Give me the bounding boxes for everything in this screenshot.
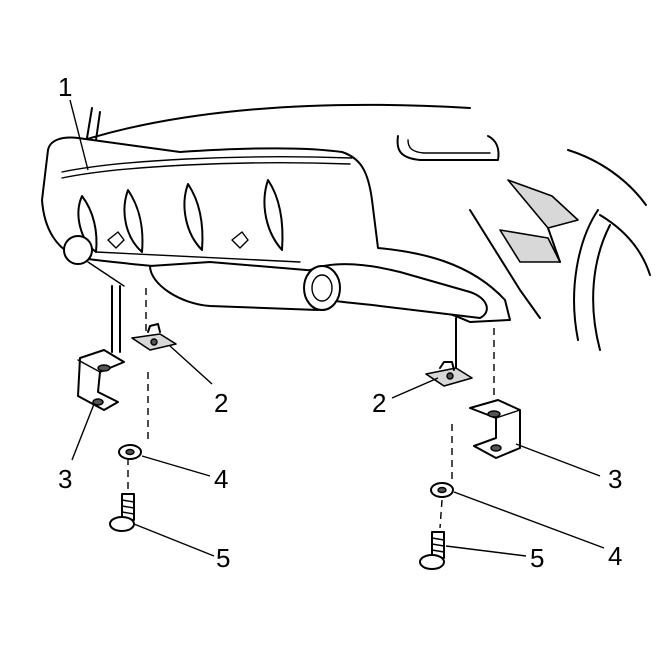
callout-5-right: 5 [530,543,544,573]
callout-5-left: 5 [216,543,230,573]
callout-2-left: 2 [214,388,228,418]
washer-left [118,444,142,460]
washer-right [430,482,454,498]
hanger-right [425,361,473,387]
callout-leaders [69,99,605,557]
bracket-left [77,349,125,411]
bracket-right [469,399,521,459]
assembly-guide-lines [111,285,495,529]
vehicle-body-outline [59,103,651,351]
bolt-right [419,531,445,570]
hanger-left [131,323,177,351]
callout-3-left: 3 [58,464,72,494]
exhaust-muffler [149,261,488,319]
callout-4-left: 4 [214,464,228,494]
bolt-left [109,493,135,532]
callout-3-right: 3 [608,464,622,494]
callout-2-right: 2 [372,388,386,418]
callout-1: 1 [58,72,72,102]
callout-4-right: 4 [608,541,622,571]
